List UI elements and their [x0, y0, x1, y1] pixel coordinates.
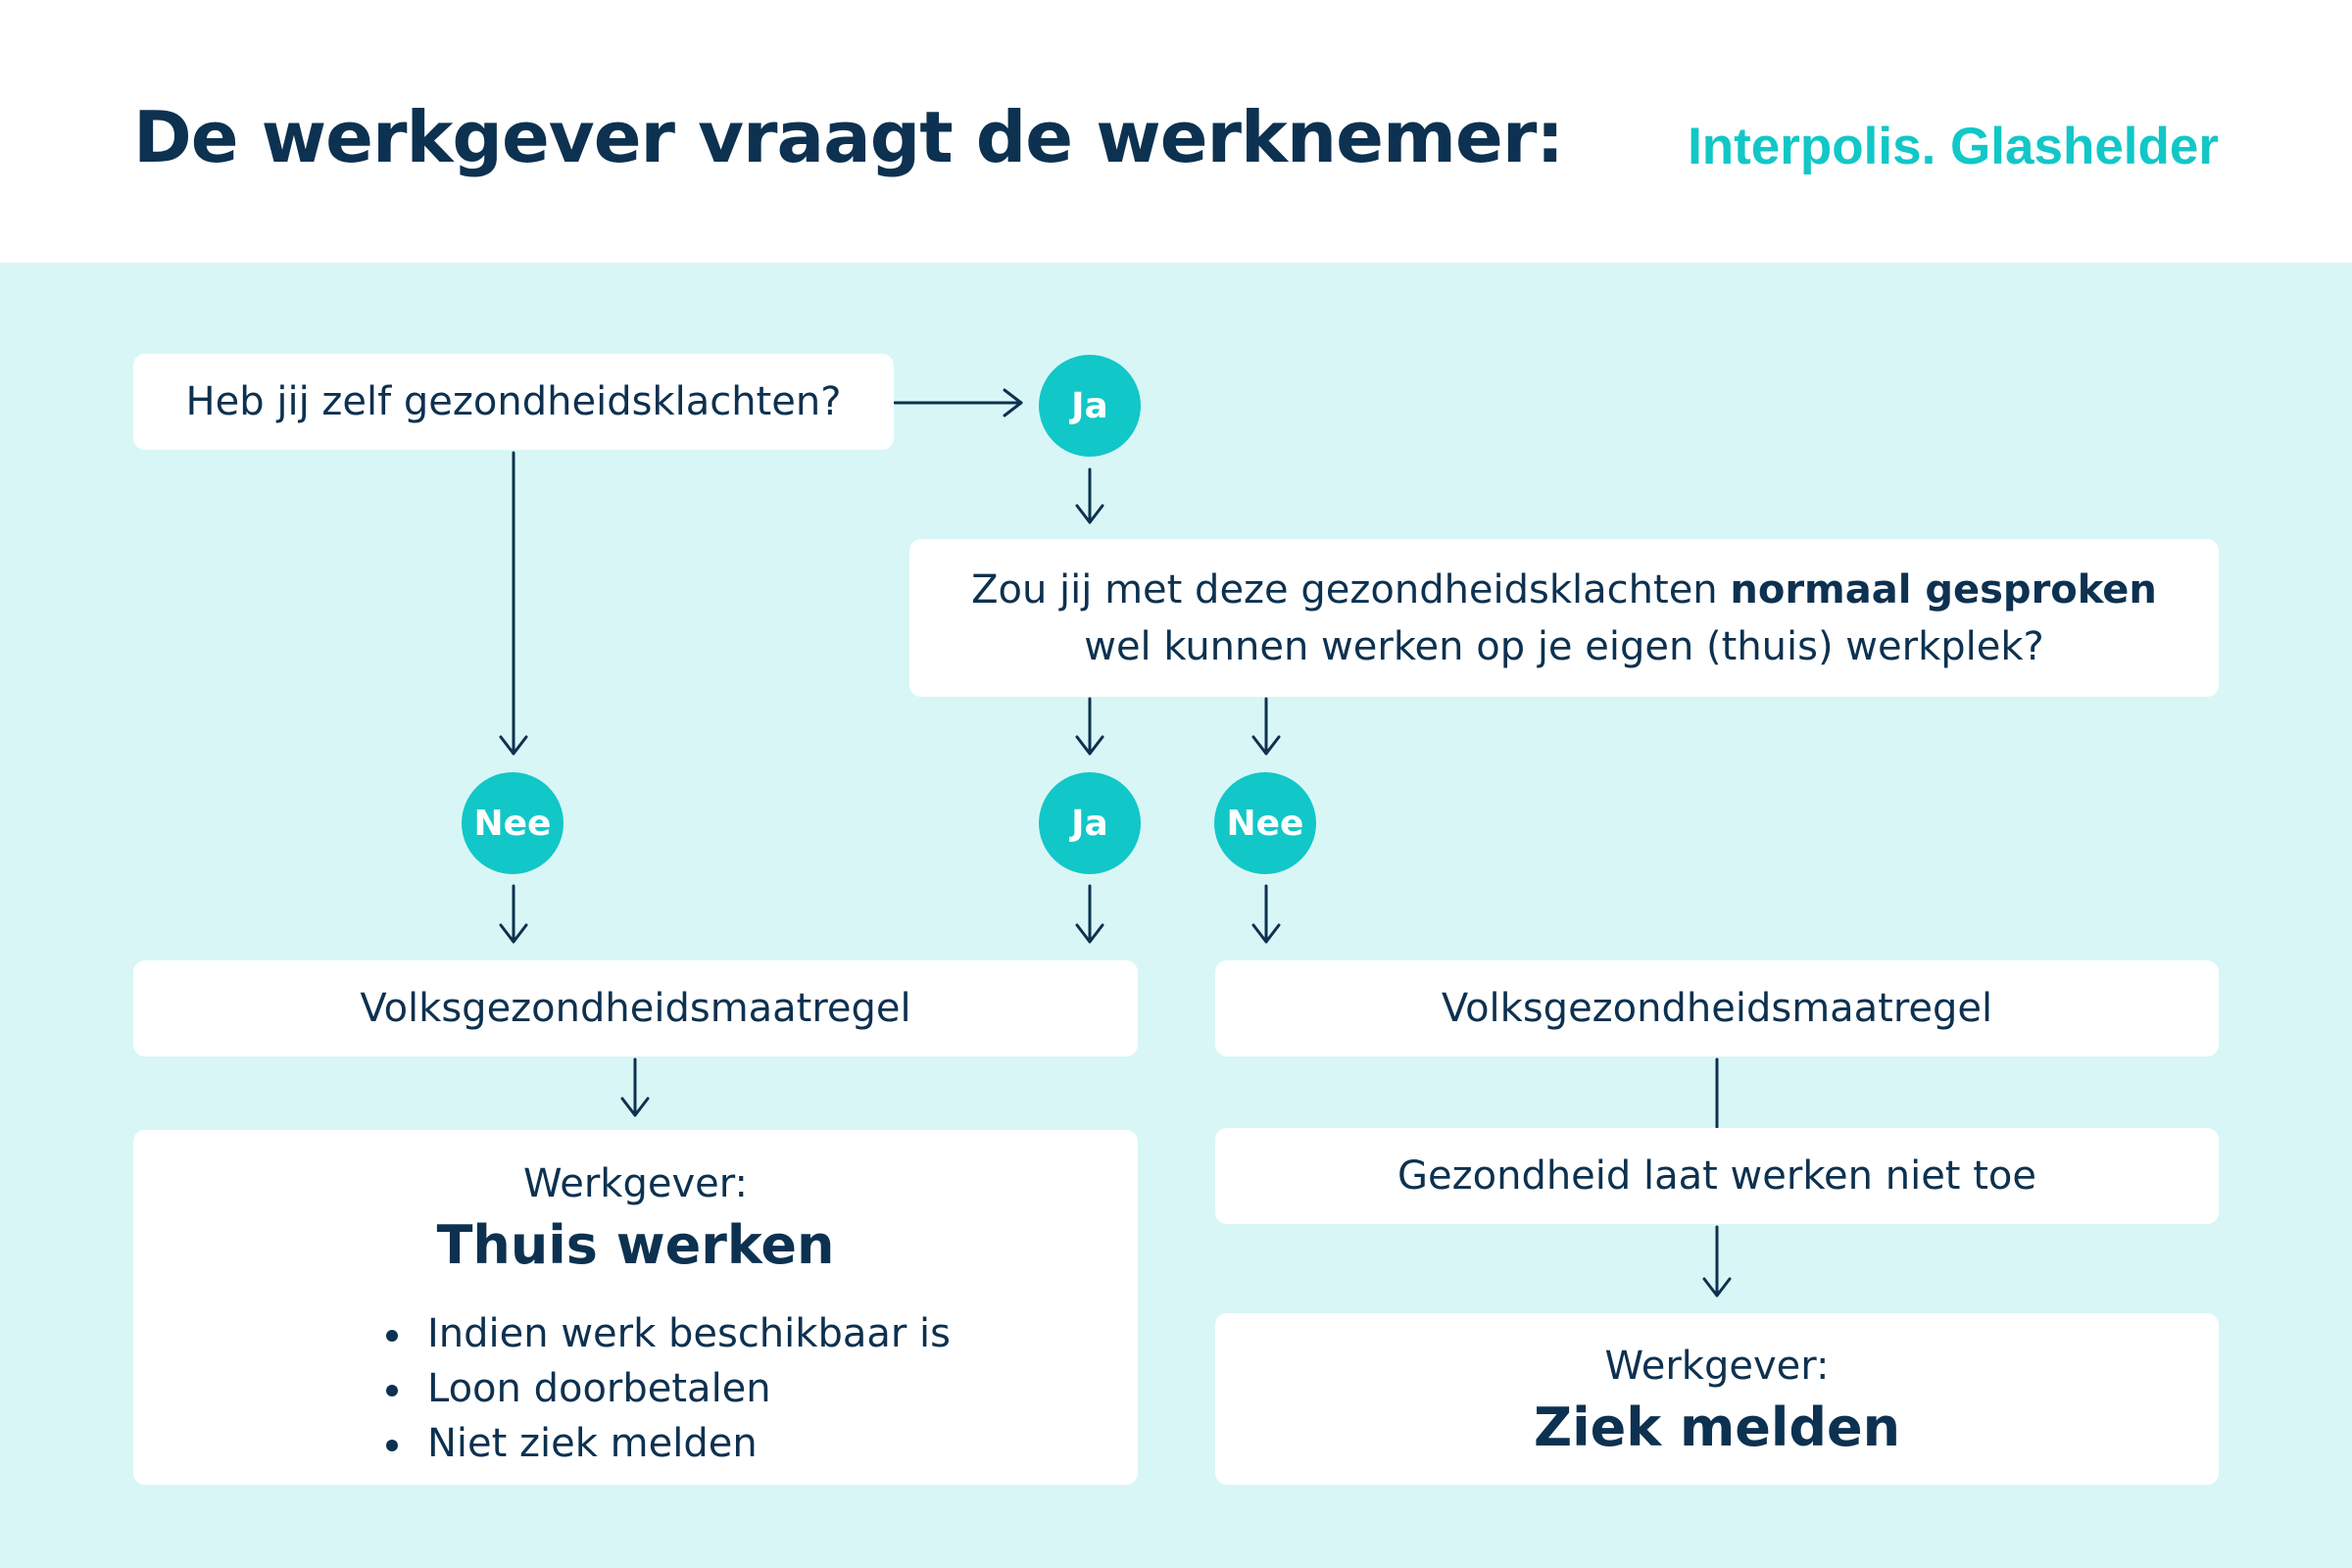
emphasis-normaal-gesproken: normaal gesproken — [1730, 566, 2157, 612]
answer-ja-node: Ja — [1039, 772, 1141, 874]
result-bullet-list: Indien werk beschikbaar is Loon doorbeta… — [382, 1306, 951, 1471]
result-thuis-werken: Werkgever: Thuis werken Indien werk besc… — [133, 1130, 1138, 1485]
answer-nee-node: Nee — [462, 772, 564, 874]
measure-left-text: Volksgezondheidsmaatregel — [360, 986, 911, 1031]
list-item: Niet ziek melden — [382, 1416, 951, 1471]
question-normal-work-line2: wel kunnen werken op je eigen (thuis) we… — [1084, 623, 2044, 669]
health-no-work-box: Gezondheid laat werken niet toe — [1215, 1128, 2219, 1224]
result-title: Ziek melden — [1533, 1396, 1901, 1458]
brand-logo: Interpolis. Glashelder — [1688, 118, 2219, 175]
result-label: Werkgever: — [1604, 1343, 1830, 1389]
header: De werkgever vraagt de werknemer: Interp… — [0, 0, 2352, 263]
question-health-complaints: Heb jij zelf gezondheidsklachten? — [133, 354, 894, 450]
page-title: De werkgever vraagt de werknemer: — [133, 96, 1564, 178]
measure-right-box: Volksgezondheidsmaatregel — [1215, 960, 2219, 1056]
list-item: Indien werk beschikbaar is — [382, 1306, 951, 1361]
measure-right-text: Volksgezondheidsmaatregel — [1441, 986, 1993, 1031]
health-no-work-text: Gezondheid laat werken niet toe — [1397, 1153, 2036, 1199]
answer-nee-node: Nee — [1214, 772, 1316, 874]
measure-left-box: Volksgezondheidsmaatregel — [133, 960, 1138, 1056]
question-normal-work-line1: Zou jij met deze gezondheidsklachten nor… — [971, 566, 2157, 612]
list-item: Loon doorbetalen — [382, 1361, 951, 1416]
answer-ja-node: Ja — [1039, 355, 1141, 457]
result-ziek-melden: Werkgever: Ziek melden — [1215, 1313, 2219, 1485]
question-health-complaints-text: Heb jij zelf gezondheidsklachten? — [185, 379, 842, 424]
result-title: Thuis werken — [436, 1214, 835, 1276]
question-normal-work: Zou jij met deze gezondheidsklachten nor… — [909, 539, 2219, 697]
result-label: Werkgever: — [523, 1161, 748, 1206]
